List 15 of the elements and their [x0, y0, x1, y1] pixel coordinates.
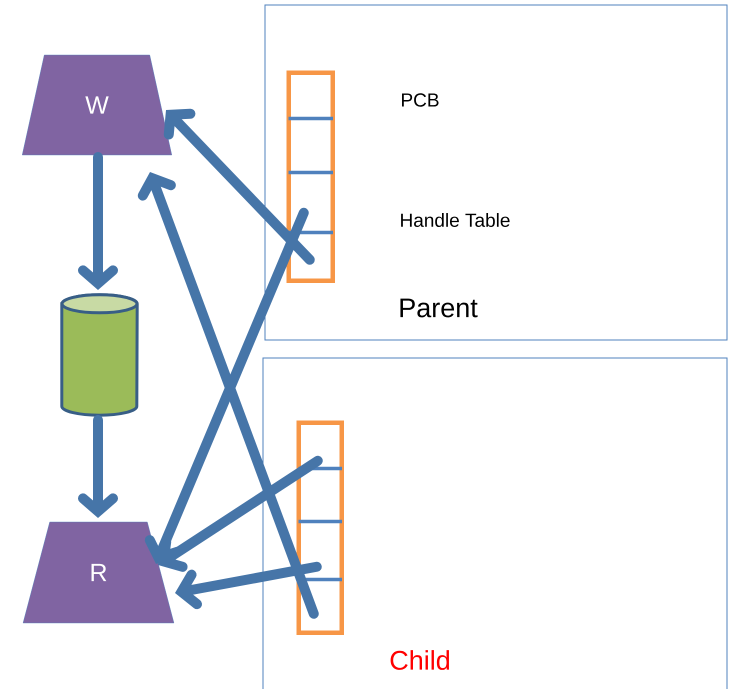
trapezoid-block: W — [22, 54, 172, 156]
arrow — [144, 208, 309, 564]
arrow — [158, 456, 323, 572]
arrow — [78, 415, 118, 518]
panel-title: Child — [390, 650, 450, 670]
arrow — [164, 108, 315, 265]
text-label: PCB — [402, 93, 439, 107]
cylinder — [60, 293, 139, 417]
panel-title: Parent — [400, 298, 478, 318]
handle-table — [286, 70, 335, 283]
handle-table — [296, 420, 344, 635]
trapezoid-block: R — [22, 522, 174, 624]
arrow — [175, 562, 322, 610]
text-label: Handle Table — [401, 213, 510, 227]
arrow — [78, 152, 118, 290]
